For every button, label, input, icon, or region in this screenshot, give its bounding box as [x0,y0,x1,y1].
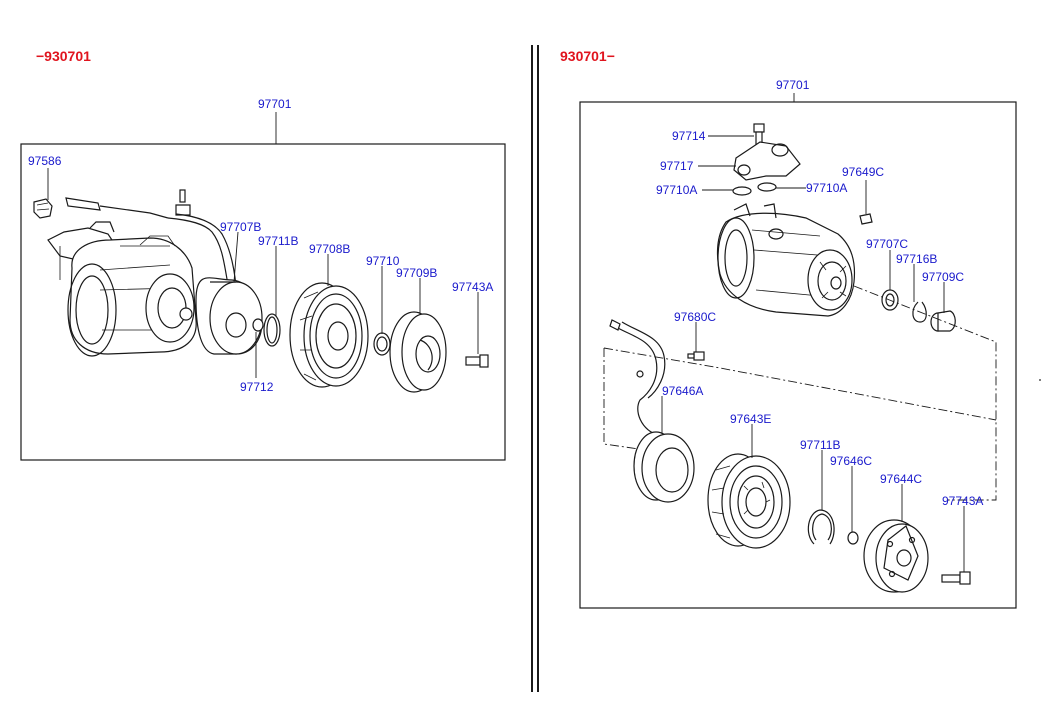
compressor-drawing-left [33,189,237,357]
label-97743A-left: 97743A [452,280,493,294]
field-coil-left [195,277,263,355]
right-header: 930701− [560,48,615,64]
section-divider [531,45,539,692]
bolt-left [465,354,489,368]
label-97644C: 97644C [880,472,922,486]
o-ring-a [732,186,752,196]
right-section: 930701− 97701 [560,48,1017,609]
label-97710A-right: 97710A [806,181,847,195]
label-97649C: 97649C [842,165,884,179]
label-97716B: 97716B [896,252,937,266]
label-97711B-right: 97711B [800,438,840,452]
left-section: −930701 97701 [20,48,506,461]
pulley-right [707,453,791,549]
label-97707C: 97707C [866,237,908,251]
label-97643E: 97643E [730,412,771,426]
label-97707B: 97707B [220,220,261,234]
right-assembly-label: 97701 [776,78,810,92]
right-assembly-frame [579,101,1017,609]
label-97646C: 97646C [830,454,872,468]
compressor-drawing-right [716,203,856,317]
label-97743A-right: 97743A [942,494,983,508]
label-97710: 97710 [366,254,400,268]
left-leaders [47,168,479,378]
shim-right [847,531,859,545]
stray-dot [1039,379,1041,381]
clutch-hub-right [863,519,929,593]
label-97712: 97712 [240,380,274,394]
right-dashed-guides [603,285,997,501]
field-coil-right [633,431,695,503]
label-97714: 97714 [672,129,706,143]
left-header: −930701 [36,48,91,64]
snap-ring-right [807,509,835,545]
label-97709C: 97709C [922,270,964,284]
clutch-hub-left [389,311,447,393]
label-97586: 97586 [28,154,62,168]
pulley-left [289,282,369,388]
washer-left [252,318,264,332]
right-part-labels: 97714 97717 97710A 97710A 97649C 97707C … [656,129,983,508]
snap-ring-left [263,313,281,347]
label-97646A: 97646A [662,384,703,398]
left-assembly-frame [20,143,506,461]
label-97680C: 97680C [674,310,716,324]
fitting-block [733,141,801,181]
wire-97680C [609,319,705,437]
sleeve-97709C [930,310,956,332]
label-97711B-left: 97711B [258,234,298,248]
label-97717: 97717 [660,159,694,173]
cap-97649C [859,213,873,225]
left-assembly-label: 97701 [258,97,292,111]
right-leaders [661,135,965,572]
bolt-right [941,571,971,585]
label-97708B: 97708B [309,242,350,256]
left-part-labels: 97586 97707B 97711B 97708B 97710 97709B … [28,154,493,394]
o-ring-b [757,182,777,192]
label-97709B: 97709B [396,266,437,280]
label-97710A-left: 97710A [656,183,697,197]
